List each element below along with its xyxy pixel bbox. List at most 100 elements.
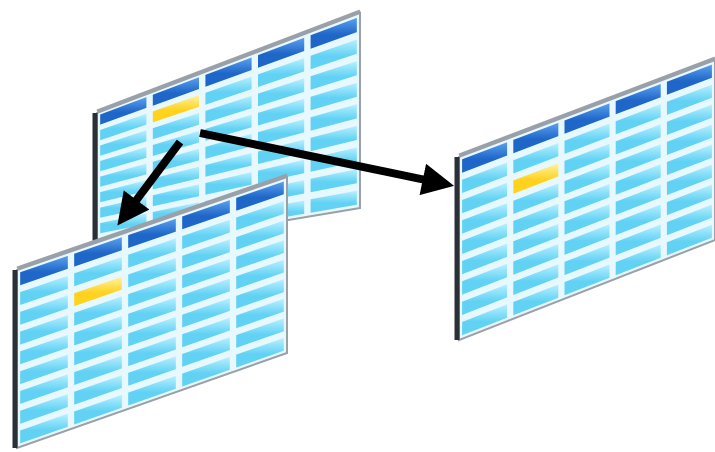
- sheet-cell: [182, 258, 230, 289]
- sheet-cell: [462, 263, 508, 295]
- sheet-cell: [615, 124, 661, 155]
- sheet-cell: [100, 146, 147, 172]
- sheet-cell: [128, 316, 176, 347]
- sheet-cell: [20, 295, 68, 325]
- sheet-cell: [205, 76, 252, 105]
- sheet-cell: [462, 304, 508, 336]
- sheet-cell: [564, 184, 610, 215]
- sheet-cell: [564, 224, 610, 255]
- sheet-cell: [74, 316, 122, 346]
- sheet-cell: [182, 219, 230, 249]
- sheet-cell: [236, 240, 284, 270]
- sheet-cell: [310, 125, 357, 152]
- header-cell: [564, 103, 610, 134]
- sheet-cell: [128, 258, 176, 288]
- sheet-cell: [20, 413, 68, 444]
- header-cell: [152, 77, 199, 106]
- header-cell: [258, 37, 305, 68]
- sheet-cell: [152, 184, 199, 207]
- sheet-cell: [100, 163, 147, 187]
- sheet-cell: [513, 284, 559, 316]
- highlighted-cell: [74, 276, 122, 307]
- header-cell: [310, 17, 357, 49]
- sheet-cell: [513, 143, 559, 174]
- header-cell: [236, 181, 284, 211]
- sheet-cell: [258, 98, 305, 126]
- header-cell: [128, 218, 176, 248]
- sheet-cell: [236, 279, 284, 309]
- sheet-cell: [462, 223, 508, 254]
- highlighted-cell: [513, 163, 559, 194]
- arrow-to-lower-sheet: [117, 139, 184, 226]
- link-arrows: [117, 129, 455, 226]
- sheet-cell: [513, 183, 559, 214]
- sheet-cell: [258, 78, 305, 107]
- sheet-cell: [462, 203, 508, 234]
- sheet-cell: [182, 239, 230, 269]
- sheet-cell: [182, 356, 230, 387]
- sheet-cell: [513, 264, 559, 295]
- sheet-top-edge: [458, 56, 715, 157]
- sheet-cell: [258, 159, 305, 184]
- sheet-cell: [74, 257, 122, 287]
- sheet-cell: [564, 244, 610, 276]
- header-cell: [462, 142, 508, 173]
- sheet-cell: [236, 259, 284, 290]
- sheet-cell: [462, 243, 508, 275]
- sheet-cell: [182, 298, 230, 328]
- sheet-cell: [205, 153, 252, 177]
- sheet-cell: [666, 224, 712, 256]
- sheet-cell: [20, 315, 68, 345]
- sheet-cell: [74, 335, 122, 366]
- sheet-cell: [666, 204, 712, 236]
- sheet-cell: [74, 296, 122, 326]
- sheet-cell: [310, 82, 357, 111]
- sheet-cell: [205, 172, 252, 195]
- sheet-cell: [152, 166, 199, 190]
- sheet-top-edge: [16, 173, 288, 270]
- sheet-cell: [20, 374, 68, 404]
- sheet-cell: [20, 394, 68, 424]
- sheet-cell: [564, 163, 610, 195]
- header-cell: [205, 57, 252, 87]
- sheet-cell: [182, 317, 230, 348]
- sheet-cell: [615, 164, 661, 195]
- sheet-cell: [513, 244, 559, 275]
- sheet-cell: [513, 223, 559, 255]
- header-cell: [20, 255, 68, 286]
- header-cell: [182, 200, 230, 230]
- sheet-cell: [100, 113, 147, 141]
- sheet-cell: [182, 337, 230, 367]
- sheet-cell: [666, 124, 712, 155]
- sheet-cell: [205, 95, 252, 123]
- sheet-cell: [100, 130, 147, 156]
- sheet-cell: [236, 220, 284, 250]
- lower-spreadsheet: [12, 173, 288, 450]
- sheet-cell: [310, 61, 357, 90]
- sheet-cell: [128, 375, 176, 406]
- highlighted-cell: [152, 95, 199, 123]
- sheet-cell: [20, 275, 68, 305]
- sheet-cell: [462, 162, 508, 193]
- sheet-cell: [20, 334, 68, 365]
- header-cell: [615, 84, 661, 115]
- sheet-cell: [666, 164, 712, 196]
- sheet-cell: [128, 336, 176, 367]
- sheet-cell: [128, 238, 176, 268]
- sheet-cell: [182, 278, 230, 308]
- sheet-cell: [666, 84, 712, 115]
- sheet-cell: [310, 39, 357, 70]
- sheet-cell: [615, 204, 661, 236]
- sheet-cell: [615, 184, 661, 215]
- sheet-cell: [258, 119, 305, 145]
- sheet-cell: [310, 169, 357, 193]
- sheet-cell: [74, 394, 122, 425]
- sheet-cell: [564, 204, 610, 235]
- sheet-cell: [666, 104, 712, 135]
- sheet-cell: [236, 298, 284, 329]
- sheet-cell: [666, 144, 712, 176]
- sheet-cell: [564, 123, 610, 154]
- sheet-cell: [128, 277, 176, 307]
- arrow-to-right-sheet: [199, 129, 455, 196]
- sheet-cell: [258, 58, 305, 87]
